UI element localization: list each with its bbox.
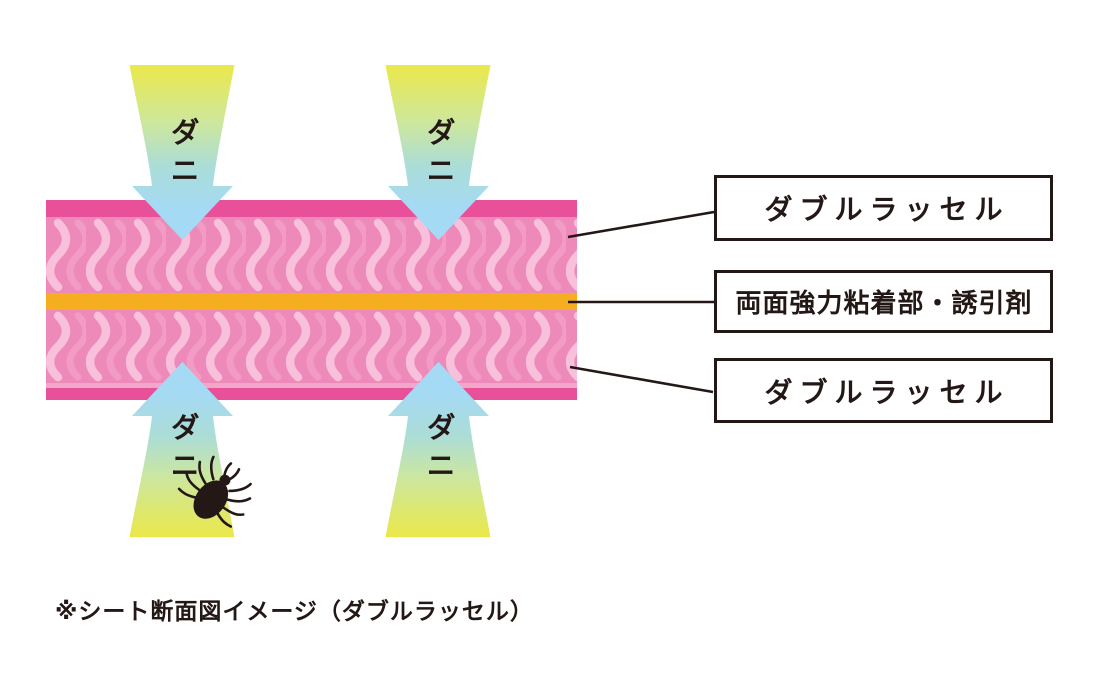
mite-arrow-label-bottom-left: ダニ <box>166 412 198 488</box>
double-russel-bottom-weave <box>46 310 577 383</box>
double-russel-top-weave <box>46 217 577 293</box>
mite-arrow-label-top-left: ダニ <box>166 117 198 193</box>
callout-label: 両面強力粘着部・誘引剤 <box>735 288 1033 318</box>
callout-box-double-russel-bottom: ダブルラッセル <box>714 358 1053 423</box>
mite-body <box>193 480 229 519</box>
mite-icon <box>177 455 252 528</box>
sheet-bottom-edge <box>46 388 577 400</box>
sheet-bottom-highlight <box>46 383 577 388</box>
sheet-layers <box>46 200 577 400</box>
mite-arrow-label-top-right: ダニ <box>422 117 454 193</box>
callout-label: ダブルラッセル <box>764 194 1010 225</box>
sheet-top-edge <box>46 200 577 217</box>
adhesive-attractant-layer <box>46 293 577 310</box>
leader-lines <box>567 210 716 394</box>
callout-box-adhesive-attractant: 両面強力粘着部・誘引剤 <box>714 270 1053 333</box>
leader-line-top <box>567 210 715 239</box>
mite-head <box>219 474 231 486</box>
callout-label: ダブルラッセル <box>764 376 1010 408</box>
leader-line-bottom <box>569 365 714 394</box>
mite-arrow-label-bottom-right: ダニ <box>422 412 454 488</box>
callout-box-double-russel-top: ダブルラッセル <box>714 175 1053 241</box>
diagram-caption: ※シート断面図イメージ（ダブルラッセル） <box>55 598 534 624</box>
mite-legs <box>177 455 252 528</box>
